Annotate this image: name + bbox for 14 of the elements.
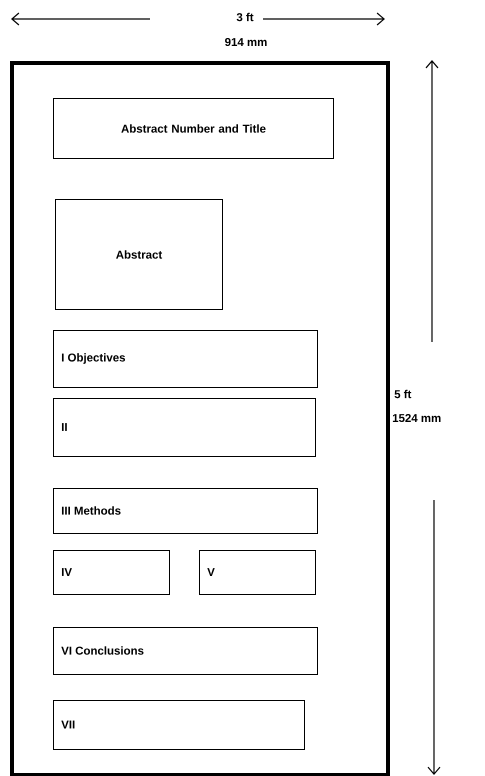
- section-box: III Methods: [53, 488, 318, 534]
- section-box: IV: [53, 550, 170, 595]
- poster-outline: [10, 61, 390, 776]
- section-box: Abstract: [55, 199, 223, 310]
- title-box: Abstract Number and Title: [53, 98, 334, 159]
- dimension-label: 3 ft: [236, 12, 254, 22]
- section-box: II: [53, 398, 316, 457]
- dimension-label: 5 ft: [394, 390, 412, 398]
- section-box: V: [199, 550, 316, 595]
- dimension-label: 1524 mm: [392, 414, 440, 422]
- section-box: VI Conclusions: [53, 627, 318, 675]
- section-box: VII: [53, 700, 305, 750]
- dimension-label: 914 mm: [225, 38, 267, 46]
- section-box: I Objectives: [53, 330, 318, 388]
